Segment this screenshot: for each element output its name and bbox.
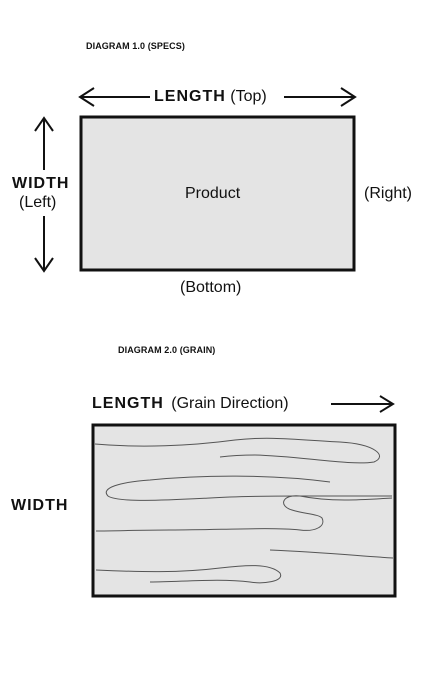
length-top-label: LENGTH (Top) bbox=[154, 88, 267, 106]
width-label: WIDTH bbox=[12, 175, 70, 192]
left-label: (Left) bbox=[19, 194, 57, 211]
grain-rectangle bbox=[91, 423, 397, 598]
right-label: (Right) bbox=[364, 185, 413, 202]
length-arrow bbox=[78, 87, 357, 107]
grain-arrow bbox=[331, 395, 395, 413]
grain-length-label-group: LENGTH (Grain Direction) bbox=[92, 395, 289, 413]
product-label: Product bbox=[185, 185, 241, 202]
grain-width-label: WIDTH bbox=[11, 497, 69, 514]
grain-length-label: LENGTH bbox=[92, 395, 164, 412]
diagram1-title: DIAGRAM 1.0 (SPECS) bbox=[86, 41, 185, 51]
product-rectangle bbox=[79, 115, 356, 272]
grain-direction-label: (Grain Direction) bbox=[171, 395, 289, 412]
bottom-label: (Bottom) bbox=[180, 279, 242, 296]
width-arrow bbox=[34, 116, 54, 273]
diagram2-title: DIAGRAM 2.0 (GRAIN) bbox=[118, 345, 216, 355]
wood-grain-lines bbox=[94, 437, 394, 584]
top-label: (Top) bbox=[230, 88, 267, 105]
length-label: LENGTH bbox=[154, 88, 226, 105]
